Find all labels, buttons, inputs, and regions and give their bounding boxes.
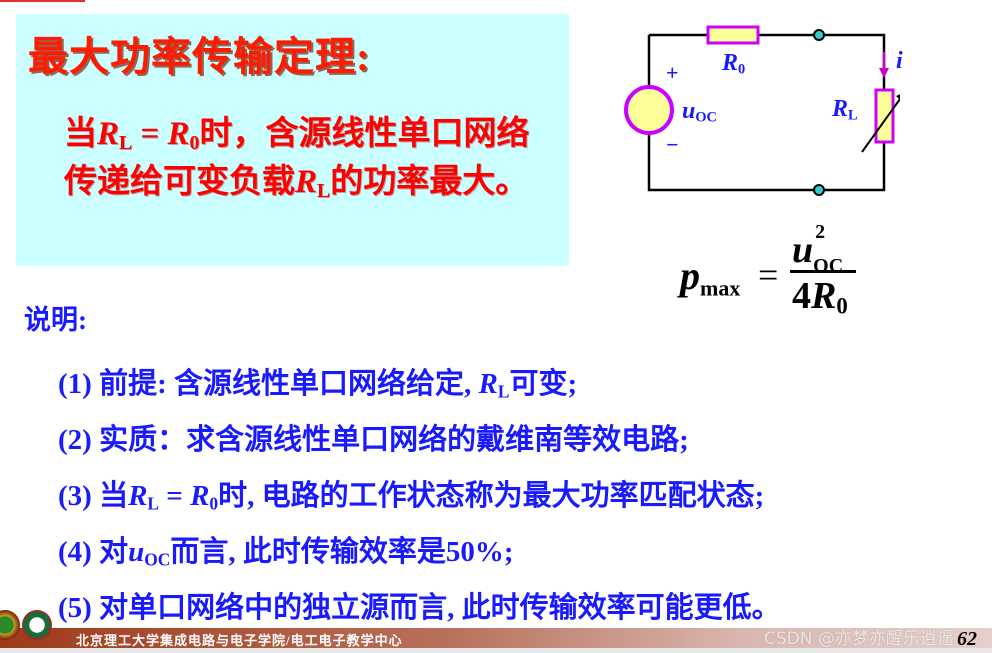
footer-bar: 北京理工大学集成电路与电子学院/电工电子教学中心	[0, 628, 992, 648]
terminal-bottom-icon	[813, 184, 825, 196]
var-r0: R	[167, 116, 190, 152]
university-logo-icon	[0, 610, 20, 640]
plus-sign: +	[666, 60, 679, 85]
notes-title: 说明:	[24, 305, 87, 335]
current-arrow-icon	[879, 68, 889, 78]
school-logo-icon	[22, 610, 52, 640]
theorem-box: 最大功率传输定理: 当RL = R0时，含源线性单口网络传递给可变负载RL的功率…	[16, 14, 569, 266]
formula-lhs: pmax	[680, 253, 741, 301]
footer-institution: 北京理工大学集成电路与电子学院/电工电子教学中心	[76, 633, 403, 648]
r0-label: R0	[722, 50, 746, 78]
var-rl: R	[97, 116, 120, 152]
current-label: i	[896, 48, 903, 74]
note-item-5: (5) 对单口网络中的独立源而言, 此时传输效率可能更低。	[58, 592, 781, 624]
footer-strip	[0, 648, 992, 653]
formula-equals: =	[758, 255, 779, 295]
page-number: 62	[957, 628, 977, 650]
resistor-r0-icon	[706, 25, 760, 45]
csdn-watermark: CSDN @亦梦亦醒乐逍遥	[764, 629, 954, 649]
top-accent-line	[0, 0, 85, 2]
note-item-2: (2) 实质：求含源线性单口网络的戴维南等效电路;	[58, 424, 689, 456]
terminal-top-icon	[813, 29, 825, 41]
theorem-statement: 当RL = R0时，含源线性单口网络传递给可变负载RL的功率最大。	[64, 116, 530, 202]
voltage-source-icon	[624, 85, 674, 135]
rl-label: RL	[832, 96, 858, 124]
formula-denominator: 4R0	[792, 275, 848, 319]
note-item-3: (3) 当RL = R0时, 电路的工作状态称为最大功率匹配状态;	[58, 480, 765, 514]
source-label: uOC	[682, 98, 717, 126]
note-item-1: (1) 前提: 含源线性单口网络给定, RL可变;	[58, 368, 578, 402]
minus-sign: −	[666, 132, 679, 157]
note-item-4: (4) 对uOC而言, 此时传输效率是50%;	[58, 536, 514, 570]
variable-resistor-rl-icon	[874, 88, 895, 144]
theorem-title: 最大功率传输定理:	[28, 34, 371, 79]
circuit-diagram: + − uOC R0 RL i	[600, 10, 906, 210]
fraction-bar	[790, 270, 856, 273]
